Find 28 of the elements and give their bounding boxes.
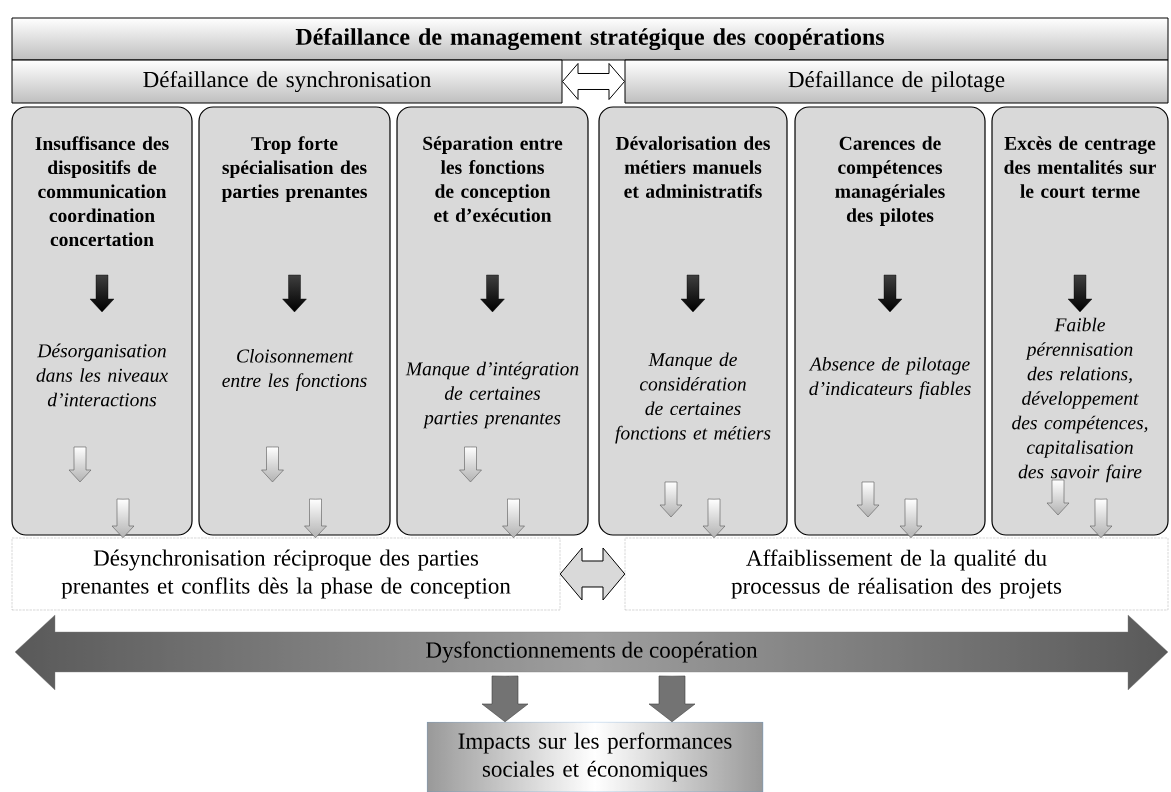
result-box: Affaiblissement de la qualité du processus de réalisation des projets xyxy=(624,537,1169,611)
heading-text: Dévalorisation des métiers manuels et administratifs xyxy=(615,136,770,198)
cause-column xyxy=(991,106,1169,536)
block-arrow xyxy=(562,63,625,100)
heading-text: Insuffisance des dispositifs de communication coordination concertation xyxy=(35,136,169,247)
block-arrow xyxy=(648,675,696,723)
cause-column xyxy=(198,106,391,536)
effect-text: Faible pérennisation des relations, développement des compétences, capitalisation des savoir faire xyxy=(1012,317,1148,483)
effect-text: Cloisonnement entre les fonctions xyxy=(222,348,367,392)
category-band: Défaillance de pilotage xyxy=(624,59,1169,104)
heading-text: Excès de centrage des mentalités sur le court terme xyxy=(1004,136,1156,198)
cause-column xyxy=(794,106,986,536)
heading-text: Séparation entre les fonctions de conception et d’exécution xyxy=(423,136,563,222)
cause-column xyxy=(11,106,193,536)
impact-box: Impacts sur les performances sociales et économiques xyxy=(426,721,764,792)
category-band: Défaillance de synchronisation xyxy=(11,59,563,104)
effect-text: Désorganisation dans les niveaux d’interactions xyxy=(36,343,168,407)
heading-text: Carences de compétences managériales des pilotes xyxy=(835,136,945,226)
heading-text: Trop forte spécialisation des parties prenantes xyxy=(221,136,367,203)
block-arrow xyxy=(481,675,529,723)
effect-text: Manque de considération de certaines fonctions et métiers xyxy=(615,352,771,444)
block-arrow xyxy=(559,547,626,601)
cause-column xyxy=(396,106,589,536)
effect-text: Absence de pilotage d’indicateurs fiables xyxy=(808,356,971,400)
cause-column xyxy=(598,106,788,536)
effect-text: Manque d’intégration de certaines parties prenantes xyxy=(405,361,579,429)
double-arrow-band: Dysfonctionnements de coopération xyxy=(14,614,1169,691)
result-box: Désynchronisation réciproque des parties prenantes et conflits dès la phase de conception xyxy=(11,537,561,611)
